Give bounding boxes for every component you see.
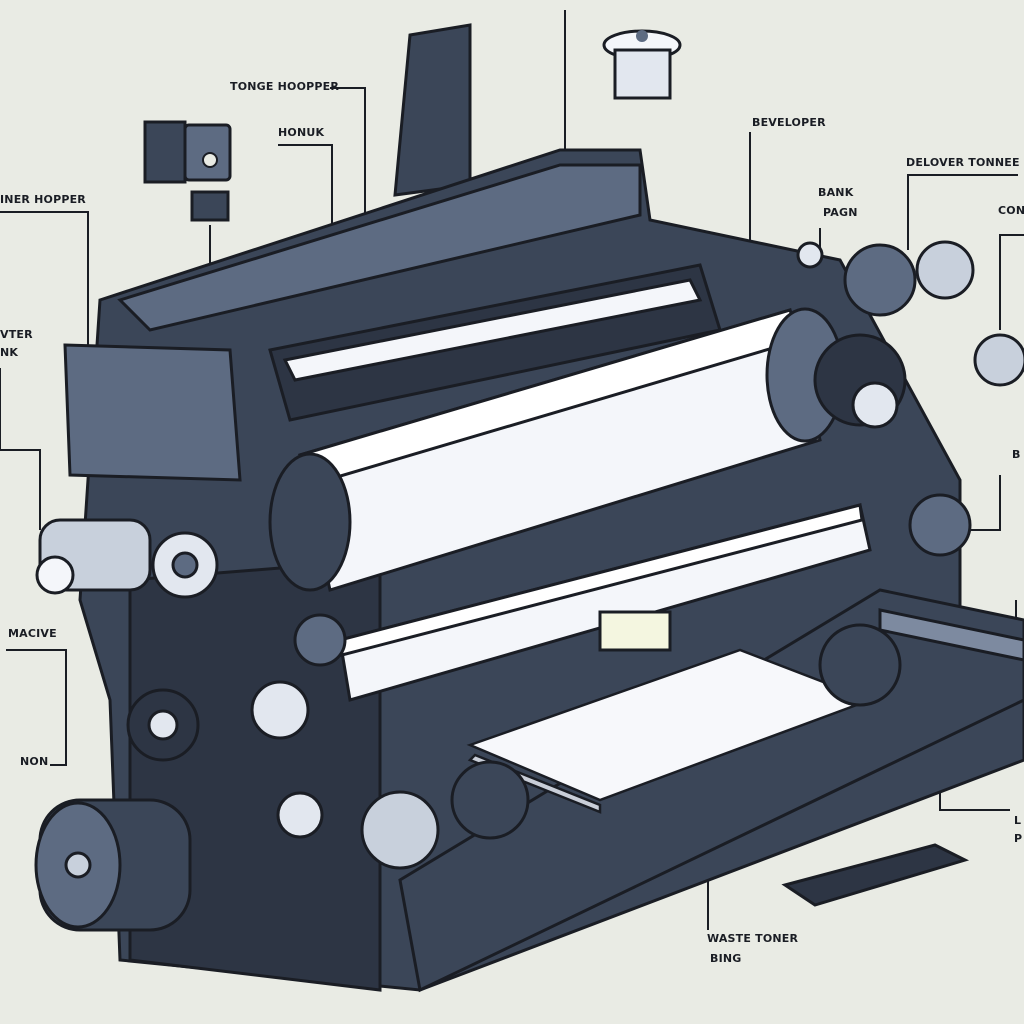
label-macive: MACIVE xyxy=(8,627,57,640)
label-developer: BEVELOPER xyxy=(752,116,826,129)
lower-roller xyxy=(338,503,872,702)
label-non: NON xyxy=(20,755,49,768)
label-con: CON xyxy=(998,204,1024,217)
label-right-p: P xyxy=(1014,832,1023,845)
paper-tray-tab xyxy=(781,843,970,907)
label-vter-line1: VTER xyxy=(0,328,33,341)
label-vter-line2: NK xyxy=(0,346,19,359)
label-toner-hopper-top: TONGE HOOPPER xyxy=(230,80,340,93)
gears-and-knobs xyxy=(34,240,1024,932)
indicator-window xyxy=(598,610,672,652)
cartridge-part xyxy=(143,120,232,222)
label-bank-line1: BANK xyxy=(818,186,854,199)
label-bank-line2: PAGN xyxy=(823,206,858,219)
label-toner-hopper-left: INER HOPPER xyxy=(0,193,86,206)
label-right-l: L xyxy=(1014,814,1022,827)
label-right-b: B xyxy=(1012,448,1021,461)
label-waste-line1: WASTE TONER xyxy=(707,932,799,945)
paper-guide-flap xyxy=(393,23,472,197)
label-deliver-toner: DELOVER TONNEE xyxy=(906,156,1020,169)
upper-roller xyxy=(268,263,722,422)
main-drum xyxy=(268,307,907,592)
label-honuk: HONUK xyxy=(278,126,325,139)
label-waste-line2: BING xyxy=(710,952,742,965)
toner-cap xyxy=(602,29,682,100)
